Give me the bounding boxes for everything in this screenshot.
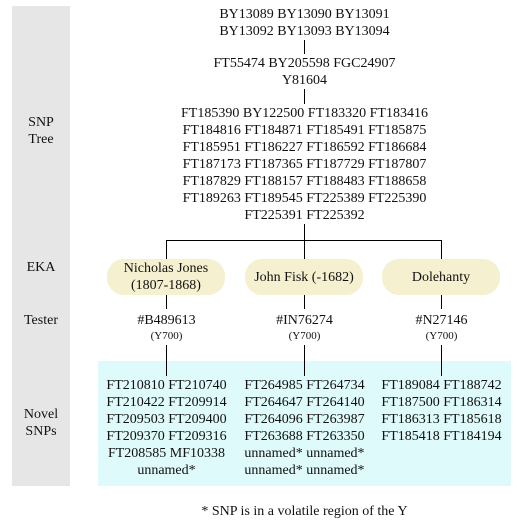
novel-snp-line: FT210810 FT210740 — [106, 378, 227, 393]
tree-connector-branch-1 — [166, 240, 167, 260]
footnote: * SNP is in a volatile region of the Y — [201, 504, 408, 519]
novel-snp-line: unnamed* — [137, 463, 196, 478]
row-label-novel-snps-line2: SNPs — [25, 424, 57, 439]
novel-snp-line: FT210422 FT209914 — [106, 395, 227, 410]
eka-tester-connector-3 — [441, 295, 442, 309]
tester-id-1: #B489613 — [137, 313, 196, 328]
tree-connector-2-3 — [304, 89, 305, 104]
tree-level2-line: FT55474 BY205598 FGC24907 — [213, 56, 396, 71]
tree-level2-line: Y81604 — [281, 73, 328, 88]
tester-novel-connector-2 — [304, 345, 305, 376]
tester-id-3: #N27146 — [415, 313, 468, 328]
novel-snp-line: FT185418 FT184194 — [381, 429, 502, 444]
eka-tester-connector-1 — [166, 295, 167, 309]
eka-bubble-1: Nicholas Jones (1807-1868) — [107, 259, 225, 295]
novel-snp-line: FT264985 FT264734 — [244, 378, 365, 393]
novel-snps-branch-3: FT189084 FT188742 FT187500 FT186314 FT18… — [373, 377, 510, 445]
row-label-snp-tree-line1: SNP — [28, 115, 54, 130]
tree-level3-snps: FT185390 BY122500 FT183320 FT183416 FT18… — [98, 105, 511, 224]
row-label-novel-snps-line1: Novel — [23, 407, 59, 422]
row-label-novel-snps: Novel SNPs — [12, 406, 70, 440]
tree-level3-line: FT225391 FT225392 — [244, 208, 365, 223]
tester-id-2: #IN76274 — [276, 313, 333, 328]
tree-level3-line: FT187829 FT188157 FT188483 FT188658 — [182, 174, 427, 189]
row-label-eka: EKA — [26, 260, 56, 275]
tree-level3-line: FT184816 FT184871 FT185491 FT185875 — [182, 123, 427, 138]
tree-connector-branch-2 — [304, 240, 305, 260]
novel-snp-line: FT186313 FT185618 — [381, 412, 502, 427]
row-label-column — [12, 6, 70, 486]
novel-snp-line: FT208585 MF10338 — [107, 446, 226, 461]
novel-snp-line: FT264096 FT263987 — [244, 412, 365, 427]
tree-level1-line: BY13092 BY13093 BY13094 — [219, 24, 390, 39]
eka-name-1-line1: Nicholas Jones — [123, 261, 209, 276]
tree-level1-line: BY13089 BY13090 BY13091 — [219, 7, 390, 22]
novel-snps-branch-1: FT210810 FT210740 FT210422 FT209914 FT20… — [98, 377, 235, 479]
novel-snps-panel — [98, 361, 511, 486]
novel-snp-line: FT263688 FT263350 — [244, 429, 365, 444]
eka-bubble-2: John Fisk (-1682) — [245, 259, 363, 295]
tester-test-2: (Y700) — [288, 330, 321, 342]
eka-bubble-3: Dolehanty — [382, 259, 500, 295]
row-label-snp-tree: SNP Tree — [12, 114, 70, 148]
eka-name-2: John Fisk (-1682) — [254, 269, 354, 285]
novel-snp-line: FT187500 FT186314 — [381, 395, 502, 410]
tree-level3-line: FT185951 FT186227 FT186592 FT186684 — [182, 140, 427, 155]
tree-connector-branch-3 — [441, 240, 442, 260]
row-label-tester: Tester — [23, 313, 58, 328]
tester-novel-connector-1 — [166, 345, 167, 376]
tree-level3-line: FT185390 BY122500 FT183320 FT183416 — [181, 106, 428, 121]
tree-level3-line: FT189263 FT189545 FT225389 FT225390 — [182, 191, 427, 206]
novel-snp-line: FT189084 FT188742 — [381, 378, 502, 393]
eka-name-3: Dolehanty — [411, 269, 471, 285]
tester-3: #N27146 (Y700) — [373, 312, 510, 346]
novel-snp-line: FT264647 FT264140 — [244, 395, 365, 410]
eka-tester-connector-2 — [304, 295, 305, 309]
tester-1: #B489613 (Y700) — [98, 312, 235, 346]
row-label-snp-tree-line2: Tree — [28, 132, 54, 147]
novel-snp-line: unnamed* unnamed* — [244, 446, 365, 461]
tree-level2-snps: FT55474 BY205598 FGC24907 Y81604 — [98, 55, 511, 89]
eka-name-1-line2: (1807-1868) — [130, 278, 201, 293]
tester-novel-connector-3 — [441, 345, 442, 376]
tester-test-3: (Y700) — [425, 330, 458, 342]
tester-2: #IN76274 (Y700) — [236, 312, 373, 346]
novel-snp-line: unnamed* unnamed* — [244, 463, 365, 478]
tree-connector-1-2 — [304, 40, 305, 54]
novel-snp-line: FT209503 FT209400 — [106, 412, 227, 427]
novel-snp-line: FT209370 FT209316 — [106, 429, 227, 444]
novel-snps-branch-2: FT264985 FT264734 FT264647 FT264140 FT26… — [236, 377, 373, 479]
tree-level1-snps: BY13089 BY13090 BY13091 BY13092 BY13093 … — [98, 6, 511, 40]
tree-level3-line: FT187173 FT187365 FT187729 FT187807 — [182, 157, 427, 172]
tree-connector-trunk — [304, 224, 305, 241]
tester-test-1: (Y700) — [150, 330, 183, 342]
